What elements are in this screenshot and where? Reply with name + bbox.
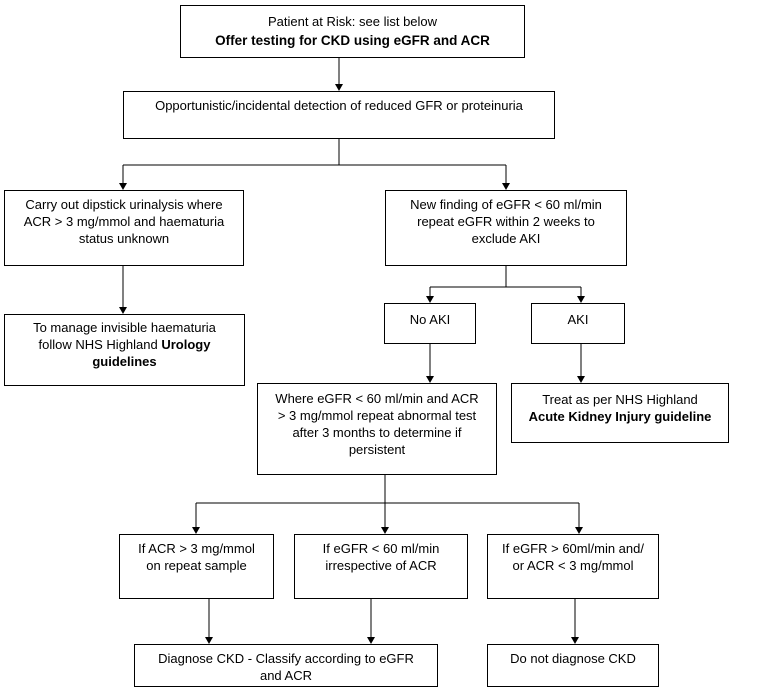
egfr-irrespective-line-2: irrespective of ACR <box>325 558 437 573</box>
arrowhead <box>381 527 389 534</box>
new-finding-line-3: exclude AKI <box>471 231 541 246</box>
arrowhead <box>426 376 434 383</box>
repeat-line-1: Where eGFR < 60 ml/min and ACR <box>275 391 479 406</box>
diagnose-ckd-line-1: Diagnose CKD - Classify according to eGF… <box>158 651 414 666</box>
acr-repeat-sample-box: If ACR > 3 mg/mmol on repeat sample <box>119 534 274 599</box>
new-finding-line-1: New finding of eGFR < 60 ml/min <box>410 197 602 212</box>
arrowhead <box>571 637 579 644</box>
dipstick-urinalysis-box: Carry out dipstick urinalysis where ACR … <box>4 190 244 266</box>
arrowhead <box>577 376 585 383</box>
arrowhead <box>119 307 127 314</box>
no-aki-label: No AKI <box>409 312 451 327</box>
new-finding-egfr-box: New finding of eGFR < 60 ml/min repeat e… <box>385 190 627 266</box>
repeat-line-3: after 3 months to determine if <box>292 425 462 440</box>
do-not-diagnose-box: Do not diagnose CKD <box>487 644 659 687</box>
haematuria-follow-text: follow NHS Highland <box>38 337 162 352</box>
arrowhead <box>577 296 585 303</box>
acr-repeat-line-2: on repeat sample <box>146 558 247 573</box>
arrowhead <box>205 637 213 644</box>
offer-testing-label: Offer testing for CKD using eGFR and ACR <box>215 33 490 48</box>
egfr-irrespective-line-1: If eGFR < 60 ml/min <box>322 541 440 556</box>
arrowhead <box>367 637 375 644</box>
egfr-above-line-2: or ACR < 3 mg/mmol <box>512 558 634 573</box>
do-not-diagnose-label: Do not diagnose CKD <box>510 651 636 666</box>
aki-label: AKI <box>567 312 589 327</box>
arrowhead <box>502 183 510 190</box>
arrowhead <box>119 183 127 190</box>
urology-label: Urology <box>161 337 211 352</box>
dipstick-line-3: status unknown <box>78 231 170 246</box>
egfr-above-line-1: If eGFR > 60ml/min and/ <box>502 541 644 556</box>
treat-aki-line-1: Treat as per NHS Highland <box>542 392 698 407</box>
arrowhead <box>192 527 200 534</box>
opportunistic-detection-box: Opportunistic/incidental detection of re… <box>123 91 555 139</box>
egfr-irrespective-box: If eGFR < 60 ml/min irrespective of ACR <box>294 534 468 599</box>
repeat-line-2: > 3 mg/mmol repeat abnormal test <box>277 408 477 423</box>
patient-at-risk-box: Patient at Risk: see list below Offer te… <box>180 5 525 58</box>
opportunistic-detection-label: Opportunistic/incidental detection of re… <box>155 98 523 113</box>
treat-aki-box: Treat as per NHS Highland Acute Kidney I… <box>511 383 729 443</box>
patient-at-risk-label: Patient at Risk: see list below <box>267 14 438 29</box>
aki-guideline-label: Acute Kidney Injury guideline <box>528 409 712 424</box>
repeat-line-4: persistent <box>348 442 406 457</box>
haematuria-line-2: follow NHS Highland Urology <box>5 336 244 353</box>
diagnose-ckd-line-2: and ACR <box>259 668 313 683</box>
egfr-above-box: If eGFR > 60ml/min and/ or ACR < 3 mg/mm… <box>487 534 659 599</box>
repeat-abnormal-test-box: Where eGFR < 60 ml/min and ACR > 3 mg/mm… <box>257 383 497 475</box>
acr-repeat-line-1: If ACR > 3 mg/mmol <box>138 541 255 556</box>
arrowhead <box>575 527 583 534</box>
dipstick-line-1: Carry out dipstick urinalysis where <box>25 197 223 212</box>
no-aki-box: No AKI <box>384 303 476 344</box>
diagnose-ckd-box: Diagnose CKD - Classify according to eGF… <box>134 644 438 687</box>
new-finding-line-2: repeat eGFR within 2 weeks to <box>417 214 595 229</box>
dipstick-line-2: ACR > 3 mg/mmol and haematuria <box>23 214 225 229</box>
arrowhead <box>335 84 343 91</box>
invisible-haematuria-box: To manage invisible haematuria follow NH… <box>4 314 245 386</box>
arrowhead <box>426 296 434 303</box>
guidelines-label: guidelines <box>92 354 157 369</box>
aki-box: AKI <box>531 303 625 344</box>
haematuria-line-1: To manage invisible haematuria <box>33 320 216 335</box>
